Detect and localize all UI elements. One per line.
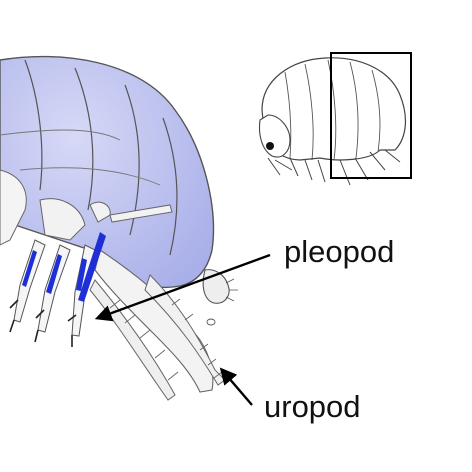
uropod-label: uropod [264,389,361,424]
pleopod-label: pleopod [284,234,394,269]
pleopod-arrow [94,253,271,322]
inset-eye [266,142,274,150]
uropod-arrow [219,367,253,406]
inset-whole-amphipod [258,52,412,186]
pleopods [9,232,106,347]
inset-highlight-frame [330,52,412,179]
body-closeup [0,55,238,401]
